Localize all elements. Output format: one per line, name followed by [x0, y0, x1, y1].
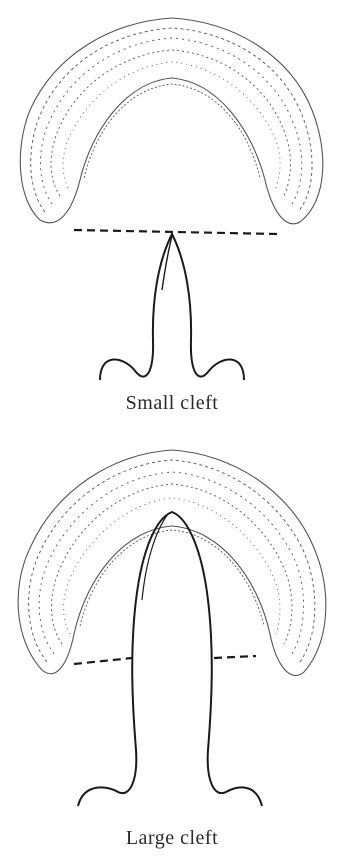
large-cleft-caption: Large cleft	[0, 827, 344, 850]
large-cleft-illustration	[0, 430, 344, 861]
cleft-outline-large	[78, 512, 262, 806]
small-cleft-illustration	[0, 0, 344, 430]
palate-arch-large	[18, 450, 326, 676]
dashed-reference-line-large-right	[214, 656, 256, 658]
dashed-reference-line-small	[74, 230, 278, 234]
palate-arch-small	[20, 18, 323, 224]
dashed-reference-line-large-left	[74, 658, 132, 664]
small-cleft-caption: Small cleft	[0, 392, 344, 415]
large-cleft-figure: Large cleft	[0, 430, 344, 861]
cleft-outline-small	[100, 234, 244, 380]
small-cleft-figure: Small cleft	[0, 0, 344, 430]
